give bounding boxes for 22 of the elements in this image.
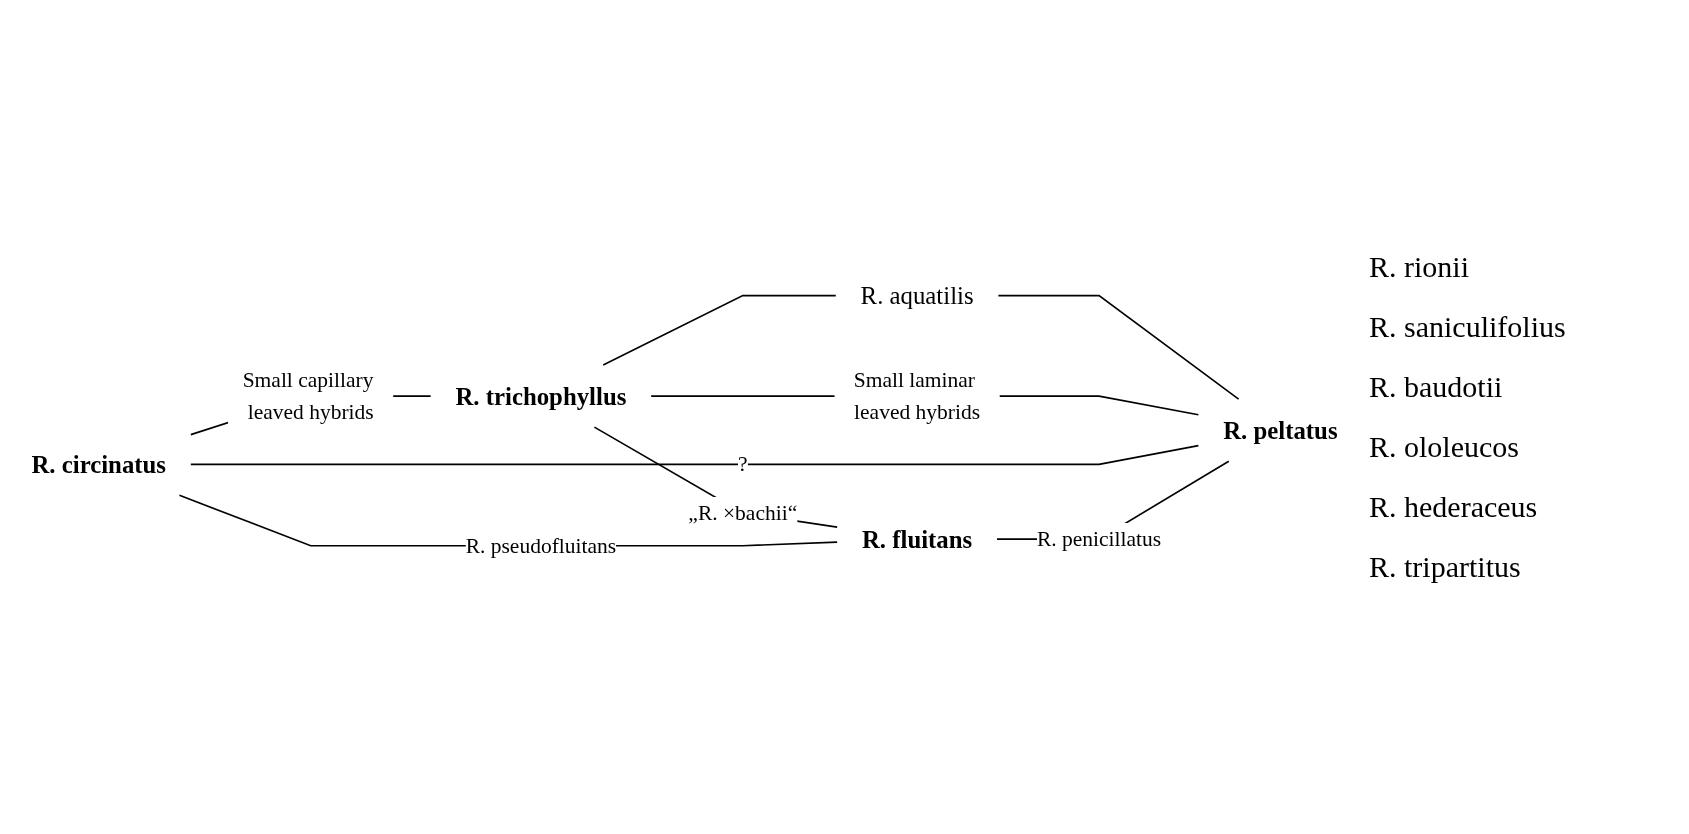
species-label: R. baudotii [1369, 370, 1504, 404]
edge-label: R. pseudofluitans [465, 533, 617, 558]
edge-label: Small laminar leaved hybrids [853, 367, 981, 424]
species-label: R. rionii [1369, 250, 1470, 284]
edge-label: „R. ×bachii“ [688, 500, 798, 525]
species-label: R. tripartitus [1369, 550, 1522, 584]
connector [997, 294, 1240, 400]
edge-label: R. penicillatus [1036, 526, 1162, 551]
node-text: R. circinatus [31, 450, 167, 478]
connector [593, 425, 838, 528]
edge-label: ? [738, 451, 748, 476]
connector [178, 494, 838, 547]
node-text: R. peltatus [1223, 416, 1338, 444]
connector [602, 294, 837, 366]
species-label: R. ololeucos [1369, 430, 1520, 464]
species-label: R. hederaceus [1369, 490, 1539, 524]
species-label: R. saniculifolius [1369, 310, 1567, 344]
connector [190, 444, 1200, 465]
node-text: R. fluitans [861, 525, 973, 553]
node-text: R. aquatilis [860, 281, 974, 309]
node-text: R. trichophyllus [455, 382, 627, 410]
edge-label: Small capillary leaved hybrids [242, 367, 374, 424]
